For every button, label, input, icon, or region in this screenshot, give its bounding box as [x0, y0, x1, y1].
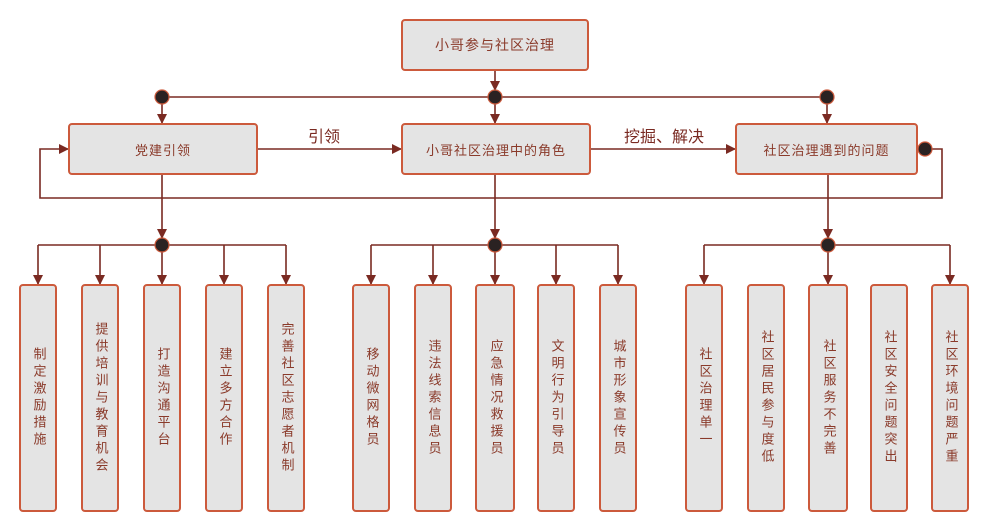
leaf-node[interactable]: 建立多方合作: [205, 284, 243, 512]
leaf-label: 打造沟通平台: [154, 347, 170, 449]
leaf-node[interactable]: 城市形象宣传员: [599, 284, 637, 512]
root-node-box[interactable]: 小哥参与社区治理: [401, 19, 589, 71]
leaf-node[interactable]: 文明行为引导员: [537, 284, 575, 512]
leaf-label: 建立多方合作: [216, 347, 232, 449]
root-node-label: 小哥参与社区治理: [435, 38, 555, 54]
leaf-label: 社区环境问题严重: [942, 330, 958, 466]
main-node-label: 小哥社区治理中的角色: [425, 143, 566, 159]
leaf-label: 完善社区志愿者机制: [278, 321, 294, 475]
leaf-label: 社区居民参与度低: [758, 330, 774, 466]
leaf-node[interactable]: 社区服务不完善: [808, 284, 848, 512]
fork-node-icon: [487, 237, 503, 253]
fork-node-icon: [154, 237, 170, 253]
main-node-label: 党建引领: [134, 143, 191, 159]
leaf-label: 违法线索信息员: [425, 338, 441, 458]
fork-node-icon: [820, 237, 836, 253]
edge-label-lead: 引领: [308, 127, 341, 146]
leaf-node[interactable]: 社区居民参与度低: [747, 284, 785, 512]
leaf-node[interactable]: 违法线索信息员: [414, 284, 452, 512]
connector-feedback-loop: [39, 144, 943, 199]
main-node-party-building[interactable]: 党建引领: [68, 123, 258, 175]
leaf-node[interactable]: 打造沟通平台: [143, 284, 181, 512]
leaf-label: 社区服务不完善: [820, 338, 836, 458]
leaf-label: 城市形象宣传员: [610, 338, 626, 458]
main-node-governance-problems[interactable]: 社区治理遇到的问题: [735, 123, 918, 175]
leaf-label: 文明行为引导员: [548, 338, 564, 458]
leaf-label: 社区治理单一: [696, 347, 712, 449]
leaf-node[interactable]: 应急情况救援员: [475, 284, 515, 512]
leaf-label: 社区安全问题突出: [881, 330, 897, 466]
leaf-node[interactable]: 社区安全问题突出: [870, 284, 908, 512]
edge-label-discover-solve: 挖掘、解决: [624, 127, 705, 146]
main-node-courier-role[interactable]: 小哥社区治理中的角色: [401, 123, 591, 175]
leaf-node[interactable]: 提供培训与教育机会: [81, 284, 119, 512]
leaf-node[interactable]: 制定激励措施: [19, 284, 57, 512]
leaf-label: 应急情况救援员: [487, 338, 503, 458]
leaf-node[interactable]: 完善社区志愿者机制: [267, 284, 305, 512]
leaf-node[interactable]: 移动微网格员: [352, 284, 390, 512]
junction-node-icon: [487, 89, 503, 105]
feedback-start-node-icon: [917, 141, 933, 157]
leaf-label: 移动微网格员: [363, 347, 379, 449]
leaf-label: 提供培训与教育机会: [92, 321, 108, 475]
leaf-label: 制定激励措施: [30, 347, 46, 449]
leaf-node[interactable]: 社区环境问题严重: [931, 284, 969, 512]
main-node-label: 社区治理遇到的问题: [763, 143, 890, 159]
leaf-node[interactable]: 社区治理单一: [685, 284, 723, 512]
junction-node-icon: [154, 89, 170, 105]
junction-node-icon: [819, 89, 835, 105]
